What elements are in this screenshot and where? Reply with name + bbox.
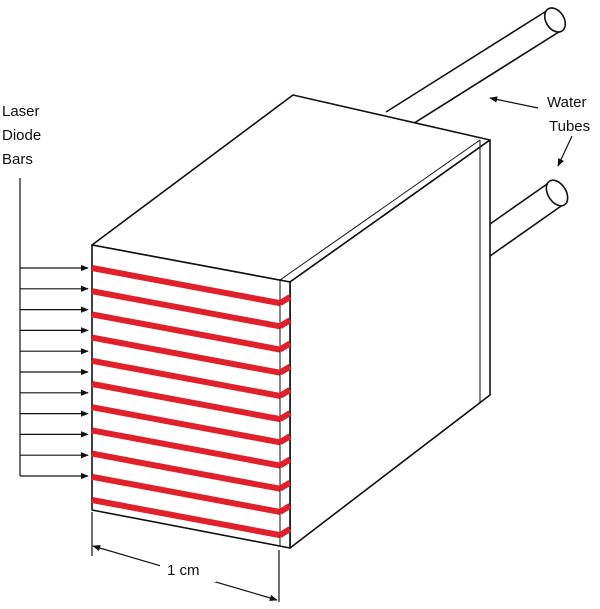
- cooling-block: [91, 94, 491, 549]
- diode-bar-edge: [278, 456, 292, 469]
- laser-diode-bars-label-line-2: Diode: [2, 127, 41, 144]
- laser-diode-bars-label-line-3: Bars: [2, 151, 33, 168]
- diode-bar-edge: [278, 294, 292, 306]
- diode-bar-edge: [278, 480, 292, 492]
- diode-bar: [91, 450, 281, 492]
- block-edge-line: [279, 139, 481, 281]
- diode-bar-edge: [278, 387, 292, 399]
- water-tube-pointer-arrow: [489, 96, 539, 109]
- water-tube-lower-edge: [489, 203, 565, 257]
- diode-bar-edge: [278, 526, 292, 538]
- water-tube-upper-edge: [385, 9, 549, 113]
- diode-bar: [91, 334, 281, 376]
- diode-bar: [91, 497, 281, 539]
- diode-bar: [91, 473, 281, 515]
- water-tube-upper-edge: [399, 29, 563, 133]
- water-tube-lower-end: [545, 179, 569, 207]
- water-tubes-label-line-2: Tubes: [549, 118, 590, 135]
- diode-bar-edge: [278, 410, 292, 422]
- diode-bar-edge: [278, 503, 292, 515]
- block-edge-line: [289, 402, 481, 549]
- diode-bar: [91, 427, 281, 469]
- diode-bar: [91, 357, 281, 399]
- diode-bar: [91, 311, 281, 353]
- water-tube-upper: [385, 7, 567, 133]
- laser-diode-bars-label-line-1: Laser: [2, 103, 40, 120]
- diode-bar-edge: [278, 364, 292, 376]
- diode-bar: [91, 288, 281, 330]
- dimension-label-mask: [160, 558, 216, 582]
- diode-bar-edge: [278, 340, 292, 353]
- water-tube-lower: [489, 179, 569, 257]
- dimension-label: 1 cm: [167, 562, 200, 579]
- diode-bar-edge: [278, 433, 292, 445]
- water-tube-upper-end: [543, 7, 567, 33]
- water-tube-pointer-arrow: [557, 135, 573, 167]
- diode-bars-group: [91, 265, 292, 539]
- water-tube-lower-edge: [489, 181, 551, 225]
- input-arrows-group: [20, 264, 89, 480]
- diode-bar: [91, 265, 281, 307]
- diode-bar: [91, 381, 281, 423]
- diode-bar: [91, 404, 281, 446]
- water-tubes-label-line-1: Water: [547, 94, 586, 111]
- diode-bar-edge: [278, 317, 292, 329]
